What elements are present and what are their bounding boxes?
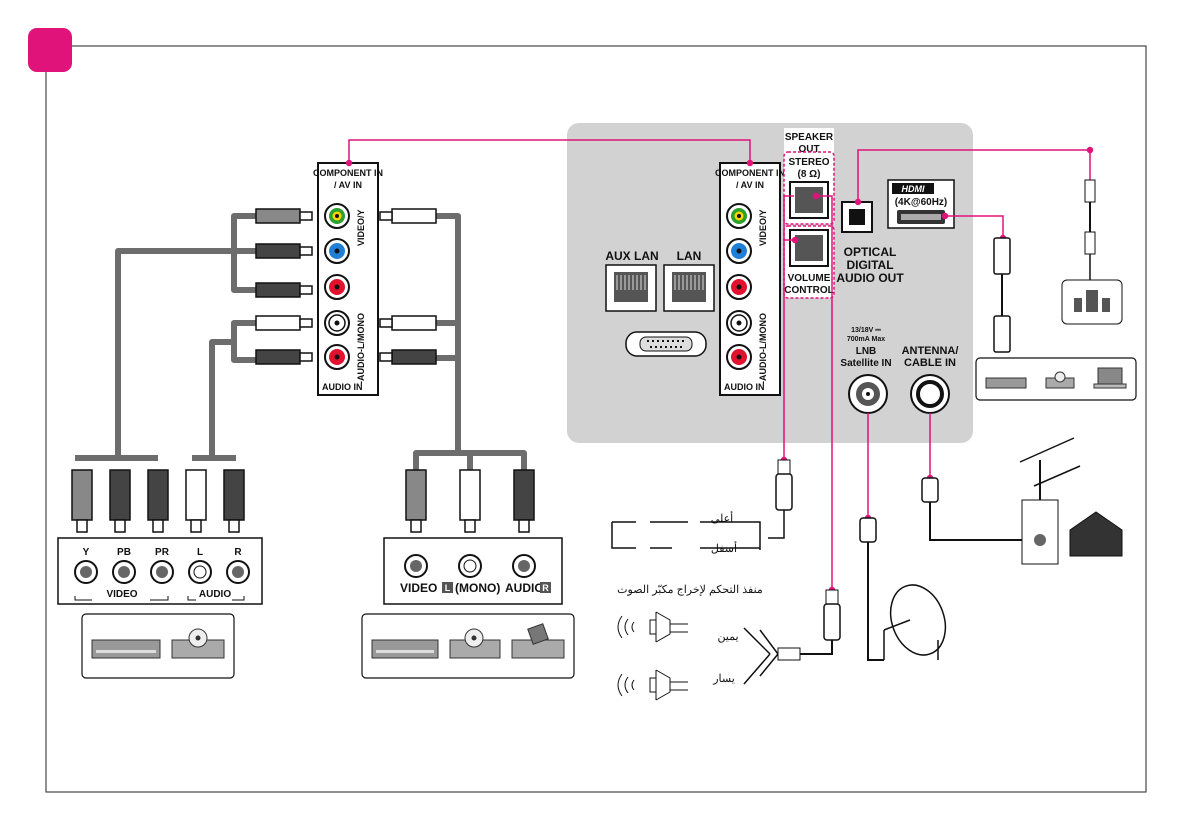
left-video-label: VIDEO/Y	[356, 209, 366, 246]
speaker-control-caption: منفذ التحكم لإخراج مكبّر الصوت	[617, 584, 763, 596]
audio-group-label: AUDIO	[199, 589, 231, 600]
left-component-panel: COMPONENT IN / AV IN VIDEO/Y -AUDIO-L/MO…	[313, 162, 383, 396]
speaker-out-label-2: OUT	[798, 144, 819, 155]
tv-comp-title: COMPONENT IN	[715, 168, 785, 178]
av-video-label: VIDEO	[400, 581, 437, 595]
left-panel-subtitle: / AV IN	[334, 180, 362, 190]
hdmi-spec-label: (4K@60Hz)	[895, 197, 948, 208]
tv-video-label: VIDEO/Y	[758, 209, 768, 246]
av-device-panel: VIDEO L (MONO) AUDIO R	[383, 537, 563, 605]
hdmi-logo: HDMI	[902, 184, 925, 194]
r-label: R	[234, 547, 242, 558]
lnb-spec-2: 700mA Max	[847, 336, 885, 343]
volume-control-cable: أعلى أسفل	[611, 459, 793, 555]
optical-label-2: DIGITAL	[846, 258, 893, 272]
av-mono-label: (MONO)	[455, 581, 500, 595]
speaker-out-block: SPEAKER OUT STEREO (8 Ω) VOLUME CONTROL	[783, 128, 835, 299]
hdmi-cable-devices	[975, 237, 1137, 401]
source-devices-box-2	[361, 613, 575, 679]
left-panel-title: COMPONENT IN	[313, 168, 383, 178]
lnb-label: LNB	[856, 346, 877, 357]
optical-cable-audio-system	[1061, 179, 1123, 325]
left-label: يسار	[712, 673, 735, 685]
optical-label-1: OPTICAL	[844, 245, 897, 259]
tv-component-panel: COMPONENT IN / AV IN VIDEO/Y -AUDIO-L/MO…	[715, 162, 785, 396]
page-frame	[45, 45, 1147, 793]
av-badge-r: R	[542, 583, 549, 593]
y-label: Y	[83, 547, 90, 558]
optical-port: OPTICAL DIGITAL AUDIO OUT	[836, 201, 904, 285]
speaker-out-label: SPEAKER	[785, 132, 834, 143]
volume-label: VOLUME	[788, 273, 831, 284]
component-plugs	[71, 469, 535, 533]
antenna-label: ANTENNA/	[902, 345, 959, 357]
tv-comp-subtitle: / AV IN	[736, 180, 764, 190]
volume-control-label: CONTROL	[784, 285, 833, 296]
section-badge	[28, 28, 72, 72]
bottom-label: أسفل	[711, 541, 737, 555]
stereo-label: STEREO	[788, 157, 829, 168]
left-audio-label: -AUDIO-L/MONO	[356, 313, 366, 384]
source-devices-box-1	[81, 613, 235, 679]
top-label: أعلى	[711, 511, 733, 525]
pink-connector-lines	[345, 139, 1094, 594]
av-audio-label: AUDIO	[505, 581, 544, 595]
component-device-panel: Y PB PR L R VIDEO AUDIO	[57, 537, 263, 605]
stereo-ohm-label: (8 Ω)	[797, 169, 820, 180]
hdmi-port: HDMI (4K@60Hz)	[887, 179, 955, 229]
pb-label: PB	[117, 547, 131, 558]
cable-in-label: CABLE IN	[904, 357, 956, 369]
satellite-in-label: Satellite IN	[840, 358, 891, 369]
lnb-antenna-ports: 13/18V ⎓ 700mA Max LNB Satellite IN ANTE…	[840, 327, 959, 414]
aux-lan-label: AUX LAN	[605, 249, 658, 263]
right-label: يمين	[717, 631, 738, 643]
left-plugs	[255, 208, 437, 365]
optical-label-3: AUDIO OUT	[836, 271, 904, 285]
av-badge-l: L	[445, 583, 451, 593]
lan-ports: AUX LAN LAN	[605, 249, 715, 357]
tv-audio-in-label: AUDIO IN	[724, 382, 765, 392]
l-label: L	[197, 547, 203, 558]
antenna-house	[921, 437, 1123, 565]
video-group-label: VIDEO	[106, 589, 137, 600]
lan-label: LAN	[677, 249, 702, 263]
lnb-spec-1: 13/18V ⎓	[851, 327, 881, 334]
tv-audio-label: -AUDIO-L/MONO	[758, 313, 768, 384]
speaker-cables: يمين يسار	[617, 589, 841, 701]
left-audio-in-label: AUDIO IN	[322, 382, 363, 392]
satellite-dish	[859, 517, 947, 661]
pr-label: PR	[155, 547, 170, 558]
